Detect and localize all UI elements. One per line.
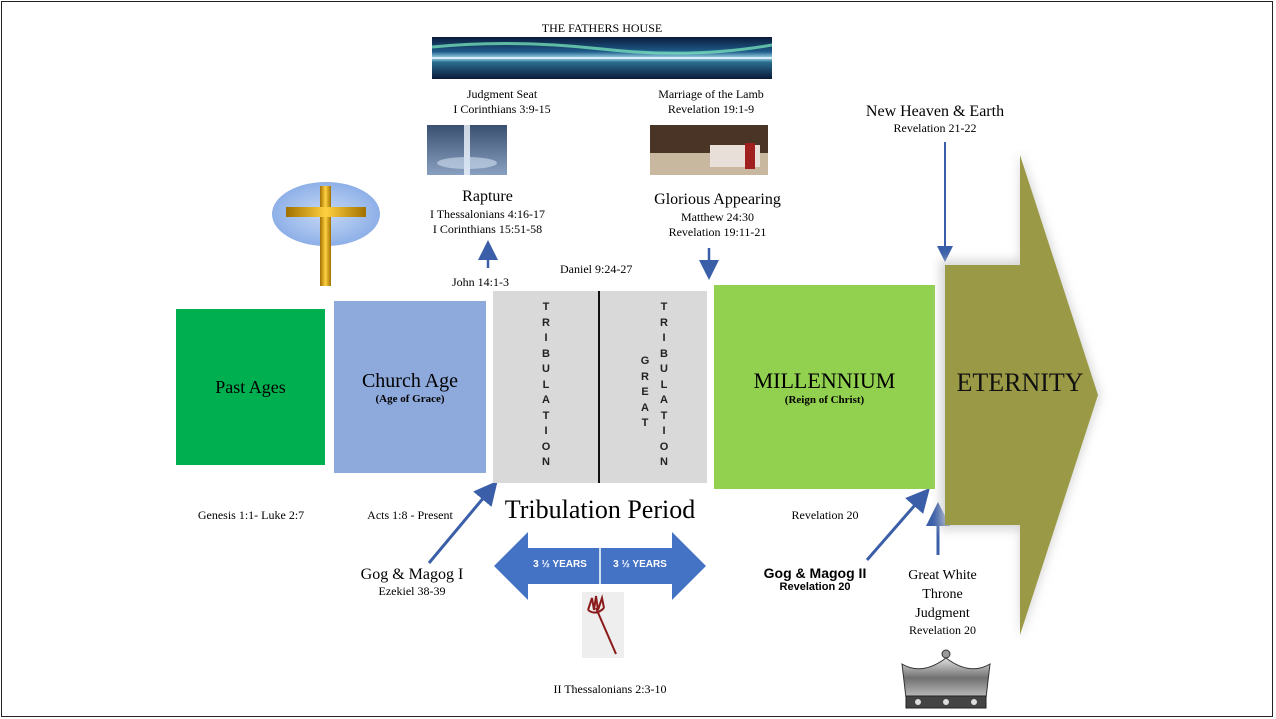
millennium-label: MILLENNIUM — [753, 368, 896, 393]
years-right-label: 3 ½ YEARS — [613, 559, 667, 570]
judgment-seat: Judgment Seat I Corinthians 3:9-15 — [432, 87, 572, 117]
great-letter: G — [640, 355, 650, 367]
great-white-throne: Great White Throne Judgment Revelation 2… — [885, 566, 1000, 637]
tribulation-right-letter: N — [660, 456, 668, 468]
marriage-of-lamb: Marriage of the Lamb Revelation 19:1-9 — [636, 87, 786, 117]
tribulation-right-letter: T — [660, 301, 668, 313]
glorious-ref2: Revelation 19:11-21 — [668, 225, 767, 239]
church-age-box: Church Age (Age of Grace) — [334, 301, 486, 473]
tribulation-right-letter: R — [660, 316, 668, 329]
white-throne-ref: Revelation 20 — [909, 623, 976, 637]
fathers-house-title: THE FATHERS HOUSE — [541, 21, 663, 35]
tribulation-left-letter: I — [544, 425, 548, 437]
rapture: Rapture I Thessalonians 4:16-17 I Corint… — [405, 187, 570, 237]
new-heaven-earth: New Heaven & Earth Revelation 21-22 — [840, 103, 1030, 136]
tribulation-right-letter: I — [662, 425, 666, 437]
tribulation-left-letter: I — [544, 332, 548, 344]
john-ref: John 14:1-3 — [452, 275, 509, 289]
church-age-sub: (Age of Grace) — [375, 392, 445, 405]
tribulation-left-letter: L — [542, 378, 550, 391]
tribulation-left-letter: A — [542, 394, 550, 406]
judgment-seat-title: Judgment Seat — [466, 87, 538, 101]
tribulation-left-letter: N — [542, 456, 550, 468]
gog-magog-1: Gog & Magog I Ezekiel 38-39 — [337, 566, 487, 599]
gog1-ref: Ezekiel 38-39 — [378, 584, 446, 598]
marriage-ref: Revelation 19:1-9 — [667, 102, 755, 116]
eternity-arrow — [940, 150, 1100, 640]
eternity-label: ETERNITY — [956, 368, 1084, 397]
tribulation-left-letter: R — [542, 316, 550, 329]
tribulation-box — [493, 291, 707, 483]
new-heaven-title: New Heaven & Earth — [865, 103, 1005, 120]
millennium-box: MILLENNIUM (Reign of Christ) — [714, 285, 935, 489]
glorious-ref1: Matthew 24:30 — [681, 210, 754, 224]
tribulation-left-letter: U — [542, 363, 550, 375]
tribulation-left-letter: B — [542, 347, 550, 360]
glorious-title: Glorious Appearing — [654, 191, 781, 208]
past-ages-label: Past Ages — [215, 376, 286, 397]
gog-magog-2: Gog & Magog II Revelation 20 — [740, 565, 890, 593]
gog1-title: Gog & Magog I — [360, 566, 464, 583]
new-heaven-ref: Revelation 21-22 — [893, 121, 977, 135]
rapture-title: Rapture — [462, 188, 513, 205]
daniel-ref: Daniel 9:24-27 — [560, 262, 633, 276]
tribulation-right-letter: T — [660, 409, 668, 422]
tribulation-right-letter: B — [660, 347, 668, 360]
past-ages-ref: Genesis 1:1- Luke 2:7 — [197, 508, 305, 522]
gog2-ref: Revelation 20 — [779, 581, 851, 593]
judgment-seat-image — [427, 125, 507, 175]
crown-icon — [901, 649, 991, 709]
great-letter: T — [641, 417, 649, 429]
tribulation-right-letter: I — [662, 332, 666, 344]
rapture-ref1: I Thessalonians 4:16-17 — [429, 207, 546, 221]
tribulation-period-label: Tribulation Period — [504, 495, 696, 524]
cross-icon — [272, 182, 380, 286]
millennium-ref: Revelation 20 — [791, 508, 859, 522]
white-throne-l2: Throne — [922, 587, 963, 602]
white-throne-l3: Judgment — [915, 606, 970, 621]
aurora-sky-image — [432, 37, 772, 79]
great-letter: R — [641, 370, 649, 383]
tribulation-right-letter: A — [660, 394, 668, 406]
rapture-ref2: I Corinthians 15:51-58 — [432, 222, 543, 236]
millennium-sub: (Reign of Christ) — [784, 394, 865, 406]
years-left-label: 3 ½ YEARS — [533, 559, 587, 570]
great-letter: E — [641, 386, 649, 398]
thess-ref: II Thessalonians 2:3-10 — [553, 682, 667, 696]
past-ages-box: Past Ages — [176, 309, 325, 465]
tribulation-right-letter: O — [659, 440, 669, 453]
tribulation-divider — [598, 291, 600, 483]
tribulation-left-letter: T — [542, 301, 550, 313]
tribulation-left-letter: O — [541, 440, 551, 453]
great-letter: A — [641, 401, 649, 414]
tribulation-right-letter: L — [660, 378, 668, 391]
pitchfork-icon — [582, 592, 624, 658]
tribulation-right-letter: U — [660, 363, 668, 375]
marriage-title: Marriage of the Lamb — [658, 87, 764, 101]
glorious-appearing: Glorious Appearing Matthew 24:30 Revelat… — [630, 190, 805, 240]
church-age-label: Church Age — [361, 369, 459, 392]
years-double-arrow — [494, 532, 706, 600]
white-throne-l1: Great White — [908, 568, 977, 583]
church-age-ref: Acts 1:8 - Present — [367, 508, 453, 522]
judgment-seat-ref: I Corinthians 3:9-15 — [453, 102, 551, 116]
marriage-image — [650, 125, 768, 175]
gog2-title: Gog & Magog II — [763, 565, 867, 581]
tribulation-left-letter: T — [542, 409, 550, 422]
